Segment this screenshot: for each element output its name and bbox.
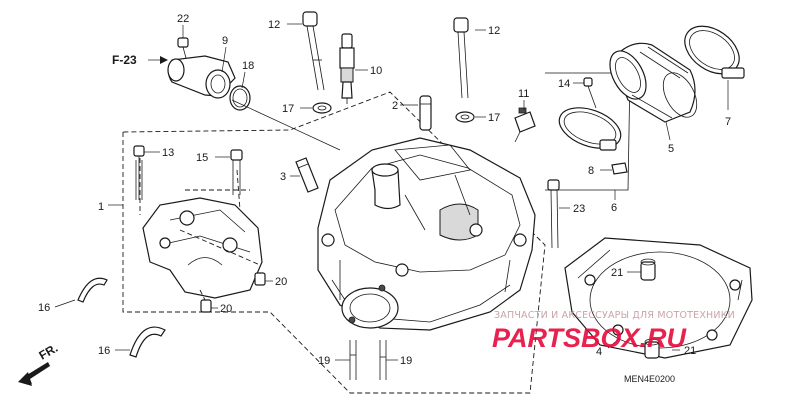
callout-14: 14 (558, 78, 570, 90)
bolt-13 (133, 145, 145, 200)
washer-17-right (455, 111, 475, 123)
callout-17-right: 17 (488, 112, 500, 124)
callout-1: 1 (98, 201, 104, 213)
washer-17-left (312, 102, 332, 114)
clip-8 (611, 162, 628, 175)
stud-bolt-19-left (349, 340, 357, 380)
spark-plug-10 (339, 33, 355, 104)
callout-12-right: 12 (488, 25, 500, 37)
callout-numbers: 1 2 3 4 5 6 7 8 9 10 11 12 12 13 14 15 1… (38, 13, 731, 367)
clamp-band-upper (558, 107, 622, 151)
dowel-pin-20-upper (254, 272, 266, 286)
assembly-outline (108, 91, 546, 394)
watermark-tagline: ЗАПЧАСТИ И АКСЕССУАРЫ ДЛЯ МОТОТЕХНИКИ (494, 310, 735, 321)
bolt-12-left (302, 11, 325, 91)
reference-f23: F-23 (112, 53, 168, 67)
callout-16-upper: 16 (38, 302, 50, 314)
front-label: FR. (37, 341, 61, 363)
diagram-code: MEN4E0200 (624, 374, 675, 384)
callout-7: 7 (725, 116, 731, 128)
callout-15: 15 (196, 152, 208, 164)
screw-14 (583, 77, 597, 109)
callout-8: 8 (588, 165, 594, 177)
callout-2: 2 (392, 100, 398, 112)
callout-16-lower: 16 (98, 345, 110, 357)
watermark-logo: PARTSBOX.RU (492, 323, 688, 353)
water-joint-9 (167, 55, 236, 99)
callout-4: 4 (596, 346, 602, 358)
callout-21-upper: 21 (611, 267, 623, 279)
front-arrow: FR. (18, 341, 60, 386)
callout-19-right: 19 (400, 355, 412, 367)
bolt-22 (177, 37, 189, 59)
watermark: ЗАПЧАСТИ И АКСЕССУАРЫ ДЛЯ МОТОТЕХНИКИ PA… (492, 310, 735, 353)
callout-10: 10 (370, 65, 382, 77)
insulator-5 (609, 42, 698, 123)
callout-21-lower: 21 (684, 345, 696, 357)
callout-17-left: 17 (282, 103, 294, 115)
callout-6: 6 (611, 202, 617, 214)
valve-guide-3 (295, 157, 319, 193)
bolt-23 (547, 179, 560, 249)
sensor-11 (514, 107, 536, 143)
bolt-15 (230, 149, 243, 195)
leader-lines (54, 23, 729, 361)
dowel-pin-21-lower (644, 338, 660, 359)
callout-11: 11 (518, 88, 529, 100)
seal-16-lower (129, 326, 166, 358)
stud-bolt-19-right (379, 340, 387, 380)
dowel-pin-21-upper (640, 258, 656, 281)
callout-13: 13 (162, 147, 174, 159)
dowel-pin-20-lower (200, 299, 212, 313)
camshaft-holder (139, 150, 263, 301)
callout-12-left: 12 (268, 19, 280, 31)
callout-3: 3 (280, 171, 286, 183)
callout-19-left: 19 (318, 355, 330, 367)
callout-20-lower: 20 (220, 303, 232, 315)
o-ring-18 (229, 85, 251, 111)
bolt-12-right (453, 17, 469, 99)
seal-16-upper (77, 277, 108, 303)
callout-22: 22 (177, 13, 189, 25)
callout-5: 5 (668, 143, 674, 155)
callout-20-upper: 20 (275, 276, 287, 288)
reference-label-f23: F-23 (112, 53, 137, 67)
callout-23: 23 (573, 203, 585, 215)
valve-guide-2 (419, 95, 432, 131)
callout-9: 9 (222, 35, 228, 47)
clamp-band-7 (684, 25, 745, 79)
callout-18: 18 (242, 60, 254, 72)
cylinder-head (317, 137, 536, 331)
head-gasket-4 (564, 237, 753, 359)
insulator-assembly-outline (545, 72, 631, 191)
